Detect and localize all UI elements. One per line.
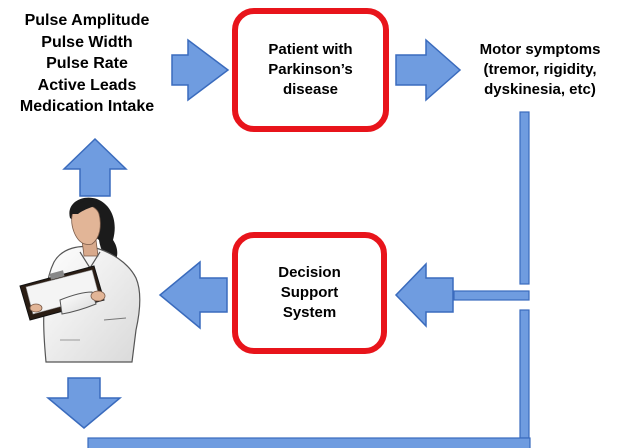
- arrow-params-to-patient: [171, 38, 230, 102]
- symptoms-line: Motor symptoms: [479, 41, 601, 58]
- patient-box-line: Patient with: [268, 41, 353, 58]
- arrow-clinician-down: [45, 377, 123, 429]
- arrow-dss-to-clinician: [158, 260, 228, 330]
- feedback-connector: [453, 290, 530, 301]
- symptoms-line: (tremor, rigidity,: [483, 61, 597, 78]
- param-pulse-rate: Pulse Rate: [46, 55, 128, 72]
- patient-box: Patient with Parkinson’s disease: [232, 8, 389, 132]
- param-pulse-amplitude: Pulse Amplitude: [24, 12, 150, 29]
- dss-box-line: Decision: [278, 264, 341, 281]
- bottom-feedback-bar: [87, 437, 531, 448]
- decision-support-system-box: Decision Support System: [232, 232, 387, 354]
- param-active-leads: Active Leads: [37, 76, 137, 94]
- feedback-bar-upper: [519, 111, 530, 285]
- patient-box-line: Parkinson’s: [268, 61, 353, 78]
- arrow-patient-to-symptoms: [395, 38, 462, 102]
- dss-box-line: System: [282, 304, 337, 321]
- arrow-symptoms-to-dss: [394, 262, 454, 328]
- feedback-bar-lower: [519, 309, 530, 439]
- doctor-with-clipboard-icon: [19, 197, 141, 363]
- param-pulse-width: Pulse Width: [41, 33, 133, 51]
- motor-symptoms-label: Motor symptoms (tremor, rigidity, dyskin…: [456, 40, 624, 100]
- patient-box-line: disease: [282, 81, 339, 98]
- dss-box-line: Support: [280, 284, 339, 301]
- arrow-clinician-to-params: [62, 137, 128, 197]
- stimulation-parameters-list: Pulse Amplitude Pulse Width Pulse Rate A…: [2, 10, 172, 118]
- symptoms-line: dyskinesia, etc): [484, 81, 596, 98]
- param-medication-intake: Medication Intake: [19, 98, 155, 115]
